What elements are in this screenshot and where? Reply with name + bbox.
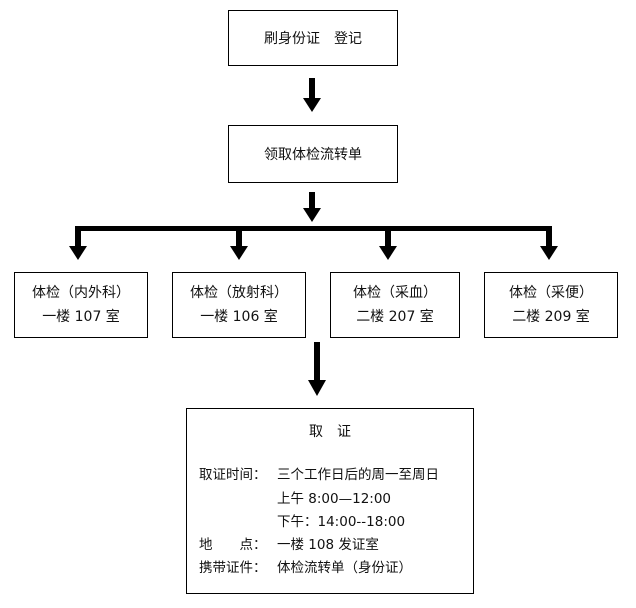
arrow-branch-to-exam4 bbox=[540, 228, 558, 260]
register-node: 刷身份证 登记 bbox=[228, 10, 398, 66]
collect-place-label: 地 点： bbox=[199, 537, 267, 553]
collect-time-pm: 下午：14:00--18:00 bbox=[277, 514, 406, 530]
exam-name: 体检（放射科） bbox=[190, 285, 288, 301]
arrow-branch-to-exam3 bbox=[379, 228, 397, 260]
collect-time-am: 上午 8:00—12:00 bbox=[277, 491, 392, 507]
collect-time-row: 取证时间： 三个工作日后的周一至周日 bbox=[199, 465, 469, 485]
arrow-exams-to-collect bbox=[308, 342, 326, 396]
collect-title: 取 证 bbox=[309, 424, 351, 440]
exam-name: 体检（采血） bbox=[353, 285, 437, 301]
branch-bar bbox=[75, 226, 552, 231]
exam-room: 一楼 106 室 bbox=[200, 309, 278, 325]
get-form-label: 领取体检流转单 bbox=[264, 147, 362, 163]
collect-place-row: 地 点： 一楼 108 发证室 bbox=[199, 535, 469, 555]
collect-time-value: 三个工作日后的周一至周日 bbox=[277, 467, 439, 483]
register-label: 刷身份证 登记 bbox=[264, 31, 362, 47]
exam-room: 二楼 209 室 bbox=[512, 309, 590, 325]
collect-docs-row: 携带证件： 体检流转单（身份证） bbox=[199, 558, 469, 578]
exam-node-stool: 体检（采便） 二楼 209 室 bbox=[484, 272, 618, 338]
exam-room: 一楼 107 室 bbox=[42, 309, 120, 325]
exam-name: 体检（采便） bbox=[509, 285, 593, 301]
collect-docs-value: 体检流转单（身份证） bbox=[277, 560, 412, 576]
arrow-branch-to-exam2 bbox=[230, 228, 248, 260]
get-form-node: 领取体检流转单 bbox=[228, 125, 398, 183]
collect-docs-label: 携带证件： bbox=[199, 560, 267, 576]
collect-place-value: 一楼 108 发证室 bbox=[277, 537, 379, 553]
exam-name: 体检（内外科） bbox=[32, 285, 130, 301]
collect-time-label: 取证时间： bbox=[199, 467, 267, 483]
exam-node-blood: 体检（采血） 二楼 207 室 bbox=[330, 272, 460, 338]
arrow-form-to-branch bbox=[303, 192, 321, 222]
exam-node-radiology: 体检（放射科） 一楼 106 室 bbox=[172, 272, 306, 338]
collect-certificate-node: 取 证 取证时间： 三个工作日后的周一至周日 上午 8:00—12:00 下午：1… bbox=[186, 408, 474, 594]
arrow-branch-to-exam1 bbox=[69, 228, 87, 260]
exam-room: 二楼 207 室 bbox=[356, 309, 434, 325]
arrow-register-to-form bbox=[303, 78, 321, 112]
exam-node-internal-surgery: 体检（内外科） 一楼 107 室 bbox=[14, 272, 148, 338]
